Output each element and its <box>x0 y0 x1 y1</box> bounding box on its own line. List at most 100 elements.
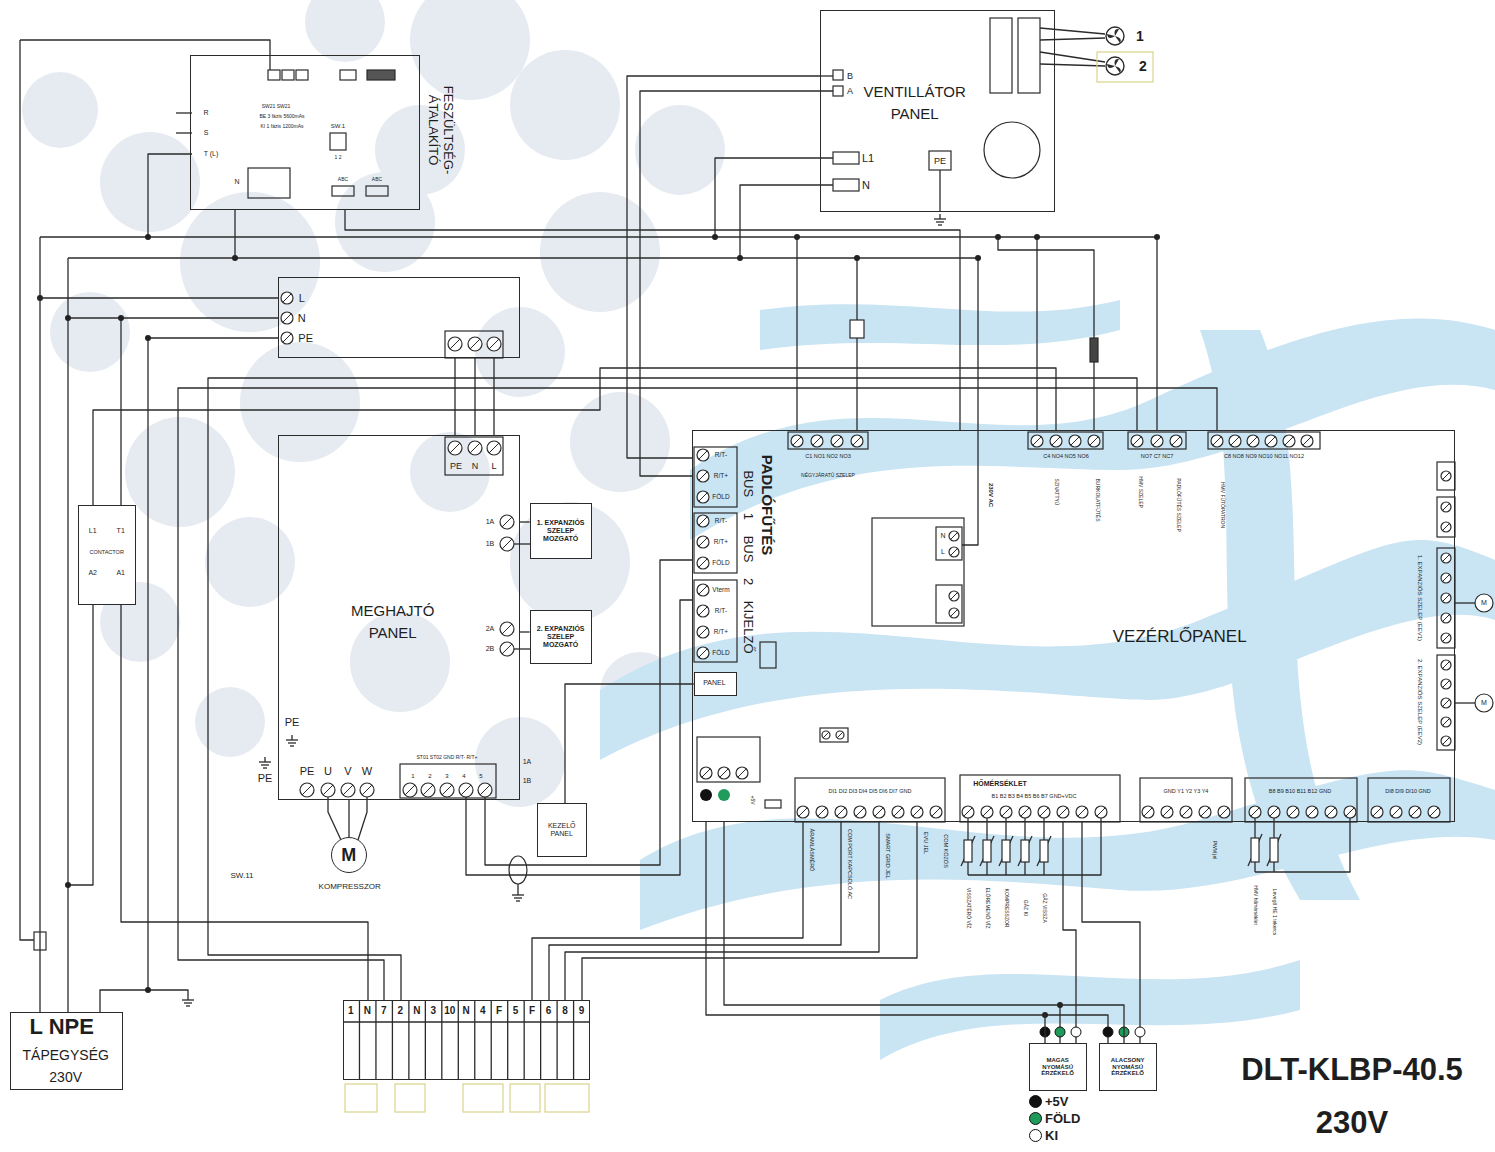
part-label: HMV hőmérséklet <box>1252 885 1258 925</box>
screw-slot <box>1144 808 1152 816</box>
junction-dot <box>794 234 800 240</box>
part-label: FÖLD <box>712 559 729 566</box>
node-text: PANEL <box>703 679 725 687</box>
screw-terminal <box>1000 806 1012 818</box>
node-text: VEZÉRLŐPANEL <box>1113 627 1247 647</box>
screw-terminal <box>1390 806 1402 818</box>
screw-terminal <box>1069 435 1081 447</box>
screw-terminal <box>1441 553 1451 563</box>
screw-slot <box>1071 437 1079 445</box>
terminal-block <box>929 151 951 170</box>
screw-terminal <box>468 337 482 351</box>
terminal-block <box>872 518 964 626</box>
screw-slot <box>502 644 512 654</box>
screw-slot <box>489 339 499 349</box>
wire <box>939 170 940 212</box>
wire <box>1024 862 1025 875</box>
screw-terminal <box>487 337 501 351</box>
screw-terminal <box>697 584 709 596</box>
part-label: R/T- <box>715 607 727 614</box>
part-label: GND Y1 Y2 Y3 Y4 <box>1164 788 1209 794</box>
screw-slot <box>1002 808 1010 816</box>
screw-slot <box>1443 738 1450 745</box>
junction-dot <box>118 315 124 321</box>
junction-dot <box>65 882 71 888</box>
junction-dot <box>145 335 151 341</box>
screw-slot <box>702 769 710 777</box>
part-label: NÉGYJÁRATÚ SZELEP <box>801 473 855 479</box>
part-label: SW21 SW21 <box>262 104 291 110</box>
screw-terminal <box>1151 435 1163 447</box>
node-text: KOMPRESSZOR <box>319 882 381 891</box>
part-label: V <box>344 765 351 778</box>
screw-terminal <box>500 515 514 529</box>
node-text: 10 <box>444 1005 455 1017</box>
screw-slot <box>343 785 353 795</box>
wire <box>1273 818 1274 838</box>
part-label: S <box>204 129 209 137</box>
terminal-block <box>820 728 848 742</box>
terminal-block <box>960 775 1120 822</box>
node-text: A1 <box>116 569 125 577</box>
wire <box>392 1000 393 1080</box>
valve-driver-box: 2. EXPANZIÓS SZELEP MOZGATÓ <box>530 610 592 664</box>
wire <box>425 1000 426 1080</box>
wire <box>441 1000 442 1080</box>
terminal-block <box>795 778 945 822</box>
screw-terminal <box>1031 435 1043 447</box>
terminal-block <box>983 840 991 862</box>
wire-connector <box>520 521 530 522</box>
pressure-sensor: ALACSONY NYOMÁSÚ ÉRZÉKELŐ <box>1099 1043 1157 1091</box>
drive-panel: MEGHAJTÓ PANEL <box>278 435 520 800</box>
wire <box>1043 862 1044 875</box>
wave <box>880 960 1300 1060</box>
wire <box>1082 822 1140 1043</box>
screw-terminal <box>962 806 974 818</box>
part-label: U <box>324 765 332 778</box>
node-text: CONTACTOR <box>90 549 124 555</box>
terminal-block <box>990 18 1012 93</box>
wire <box>68 317 278 318</box>
wire <box>68 605 93 885</box>
wire <box>1040 52 1105 62</box>
screw-slot <box>362 785 372 795</box>
wire <box>466 600 692 875</box>
ground-symbol <box>290 745 294 746</box>
screw-terminal <box>1441 679 1451 689</box>
terminal-block <box>765 800 781 808</box>
part-label: N <box>234 178 239 186</box>
terminal-block <box>964 840 972 862</box>
bubble <box>475 717 565 807</box>
terminal-block <box>510 1084 540 1112</box>
screw-slot <box>1289 808 1297 816</box>
screw-terminal <box>403 783 417 797</box>
wave <box>760 300 1120 350</box>
screw-terminal <box>797 806 809 818</box>
wave <box>640 770 1495 930</box>
node-text: A2 <box>88 569 97 577</box>
screw-terminal <box>1301 435 1313 447</box>
part-label: W <box>362 765 372 778</box>
wire <box>1005 862 1006 875</box>
legend-text: KI <box>1045 1129 1058 1142</box>
terminal-block <box>1040 840 1048 862</box>
junction-dot <box>854 255 860 261</box>
junction-dot <box>145 234 151 240</box>
screw-slot <box>1443 635 1450 642</box>
part-label: ST01 ST02 GND R/T- R/T+ <box>417 755 478 761</box>
part-label: 1 2 <box>335 155 342 161</box>
part-label: 2 <box>1139 58 1147 74</box>
part-label: BE 3 fázis 5600mAs <box>259 114 304 120</box>
screw-terminal <box>1441 633 1451 643</box>
wire <box>820 75 833 76</box>
screw-slot <box>470 443 480 453</box>
screw-terminal <box>360 783 374 797</box>
wire <box>961 836 975 866</box>
screw-slot <box>480 785 490 795</box>
wire-connector <box>565 684 694 803</box>
screw-slot <box>1285 437 1293 445</box>
screw-slot <box>1097 808 1105 816</box>
screw-terminal <box>1019 806 1031 818</box>
ground-symbol <box>186 1005 190 1006</box>
